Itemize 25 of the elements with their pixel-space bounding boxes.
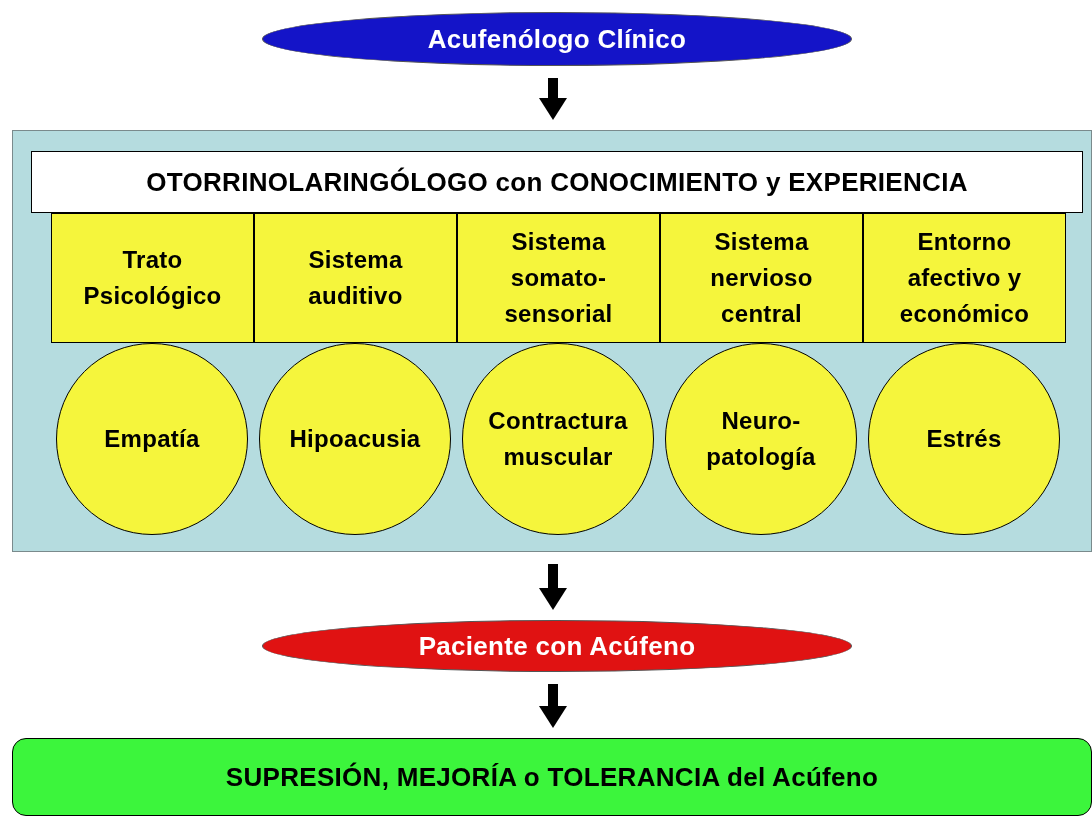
arrow [539, 684, 567, 728]
node-label: Sistema somato-sensorial [503, 227, 614, 329]
node-label: Entorno afectivo y económico [898, 227, 1031, 329]
node-label: Hipoacusia [288, 424, 422, 454]
node-label: Neuro-patología [705, 406, 817, 472]
category-box [457, 213, 660, 343]
node-label: Trato Psicológico [82, 245, 223, 311]
heading-text: Acufenólogo Clínico [426, 22, 688, 56]
node-label: Empatía [103, 424, 201, 454]
heading-text: SUPRESIÓN, MEJORÍA o TOLERANCIA del Acúfeno [224, 760, 880, 794]
category-box [660, 213, 863, 343]
arrow [539, 564, 567, 610]
node-label: Sistema nervioso central [709, 227, 814, 329]
header-box [31, 151, 1083, 213]
result-box [12, 738, 1092, 816]
node-label: Contractura muscular [487, 406, 629, 472]
arrow [539, 78, 567, 120]
heading-text: OTORRINOLARINGÓLOGO con CONOCIMIENTO y EXPERIENCIA [145, 165, 969, 199]
node-label: Sistema auditivo [307, 245, 404, 311]
panel-background [12, 130, 1092, 552]
node-label: Estrés [925, 424, 1003, 454]
heading-text: Paciente con Acúfeno [417, 629, 697, 663]
category-box [51, 213, 254, 343]
category-box [863, 213, 1066, 343]
category-box [254, 213, 457, 343]
